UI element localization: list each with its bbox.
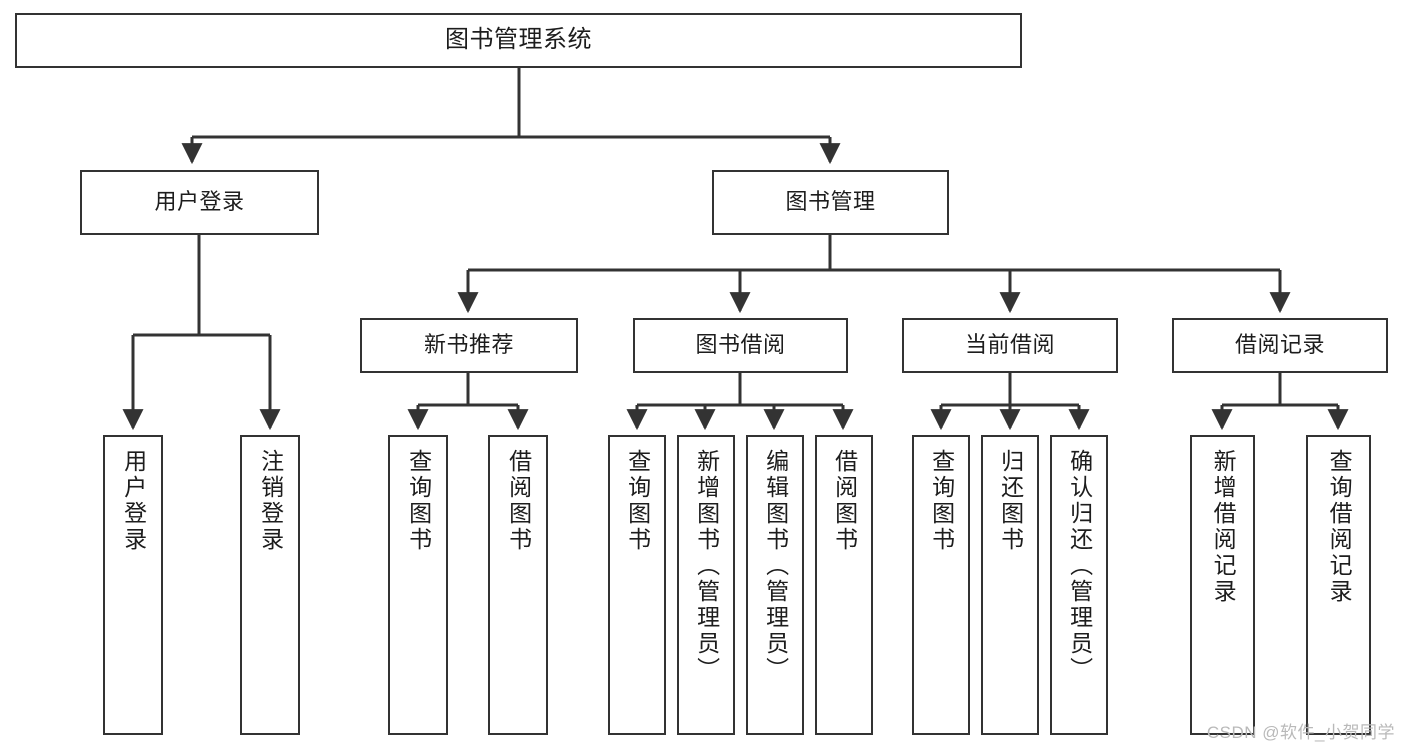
leaf-current-borrow-return[interactable]: 归还图书 [981,435,1039,735]
leaf-new-book-query[interactable]: 查询图书 [388,435,448,735]
node-label: 用户登录 [120,449,147,553]
leaf-book-borrow-edit[interactable]: 编辑图书（管理员） [746,435,804,735]
node-label: 查询图书 [405,449,432,553]
node-label: 用户登录 [154,189,245,215]
node-label: 归还图书 [997,449,1024,553]
leaf-user-login-logout[interactable]: 注销登录 [240,435,300,735]
node-label: 编辑图书（管理员） [762,449,789,683]
leaf-current-borrow-query[interactable]: 查询图书 [912,435,970,735]
node-borrow-record[interactable]: 借阅记录 [1172,318,1388,373]
leaf-new-book-borrow[interactable]: 借阅图书 [488,435,548,735]
node-label: 确认归还（管理员） [1066,449,1093,683]
node-label: 图书管理 [785,189,876,215]
node-label: 新书推荐 [423,332,514,358]
node-label: 图书管理系统 [445,26,592,54]
node-label: 借阅图书 [831,449,858,553]
node-label: 当前借阅 [964,332,1055,358]
node-label: 新增借阅记录 [1210,449,1237,605]
node-user-login[interactable]: 用户登录 [80,170,319,235]
node-book-borrow[interactable]: 图书借阅 [633,318,848,373]
leaf-book-borrow-query[interactable]: 查询图书 [608,435,666,735]
node-current-borrow[interactable]: 当前借阅 [902,318,1118,373]
node-label: 查询图书 [624,449,651,553]
node-label: 新增图书（管理员） [693,449,720,683]
node-label: 查询图书 [928,449,955,553]
leaf-user-login-login[interactable]: 用户登录 [103,435,163,735]
node-book-management[interactable]: 图书管理 [712,170,949,235]
node-label: 图书借阅 [695,332,786,358]
node-label: 注销登录 [257,449,284,553]
leaf-borrow-record-query[interactable]: 查询借阅记录 [1306,435,1371,735]
node-label: 查询借阅记录 [1326,449,1353,605]
leaf-book-borrow-add[interactable]: 新增图书（管理员） [677,435,735,735]
watermark: CSDN @软件_小贺同学 [1206,723,1395,742]
leaf-borrow-record-add[interactable]: 新增借阅记录 [1190,435,1255,735]
leaf-current-borrow-confirm-return[interactable]: 确认归还（管理员） [1050,435,1108,735]
node-root-system[interactable]: 图书管理系统 [15,13,1022,68]
leaf-book-borrow-borrow[interactable]: 借阅图书 [815,435,873,735]
node-new-book-recommend[interactable]: 新书推荐 [360,318,578,373]
node-label: 借阅图书 [505,449,532,553]
node-label: 借阅记录 [1234,332,1325,358]
